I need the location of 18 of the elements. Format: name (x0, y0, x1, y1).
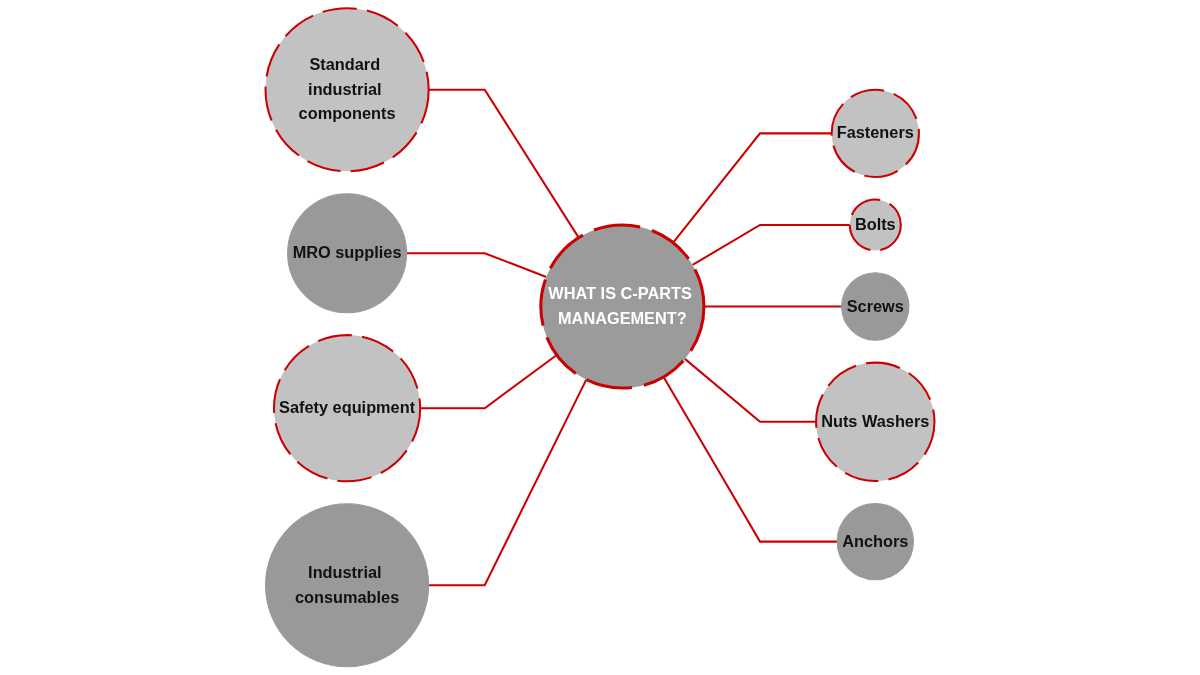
node-circle: Standard industrial components (264, 7, 430, 173)
node-circle: Bolts (848, 198, 902, 252)
connector (684, 358, 817, 423)
node-circle: WHAT IS C-PARTS MANAGEMENT? (539, 223, 706, 390)
node-circle: Industrial consumables (265, 503, 430, 668)
connector (420, 354, 558, 410)
node-circle: Fasteners (830, 88, 920, 179)
node-circle: Nuts Washers (815, 361, 936, 482)
connector (428, 88, 580, 239)
node-circle: Screws (841, 272, 910, 341)
node-circle: MRO supplies (287, 193, 408, 314)
connector (692, 223, 850, 266)
connector (672, 132, 832, 244)
node-circle: Anchors (836, 502, 914, 581)
connector (406, 252, 547, 278)
connector (662, 376, 838, 543)
node-circle: Safety equipment (273, 334, 422, 483)
connector (428, 379, 588, 587)
